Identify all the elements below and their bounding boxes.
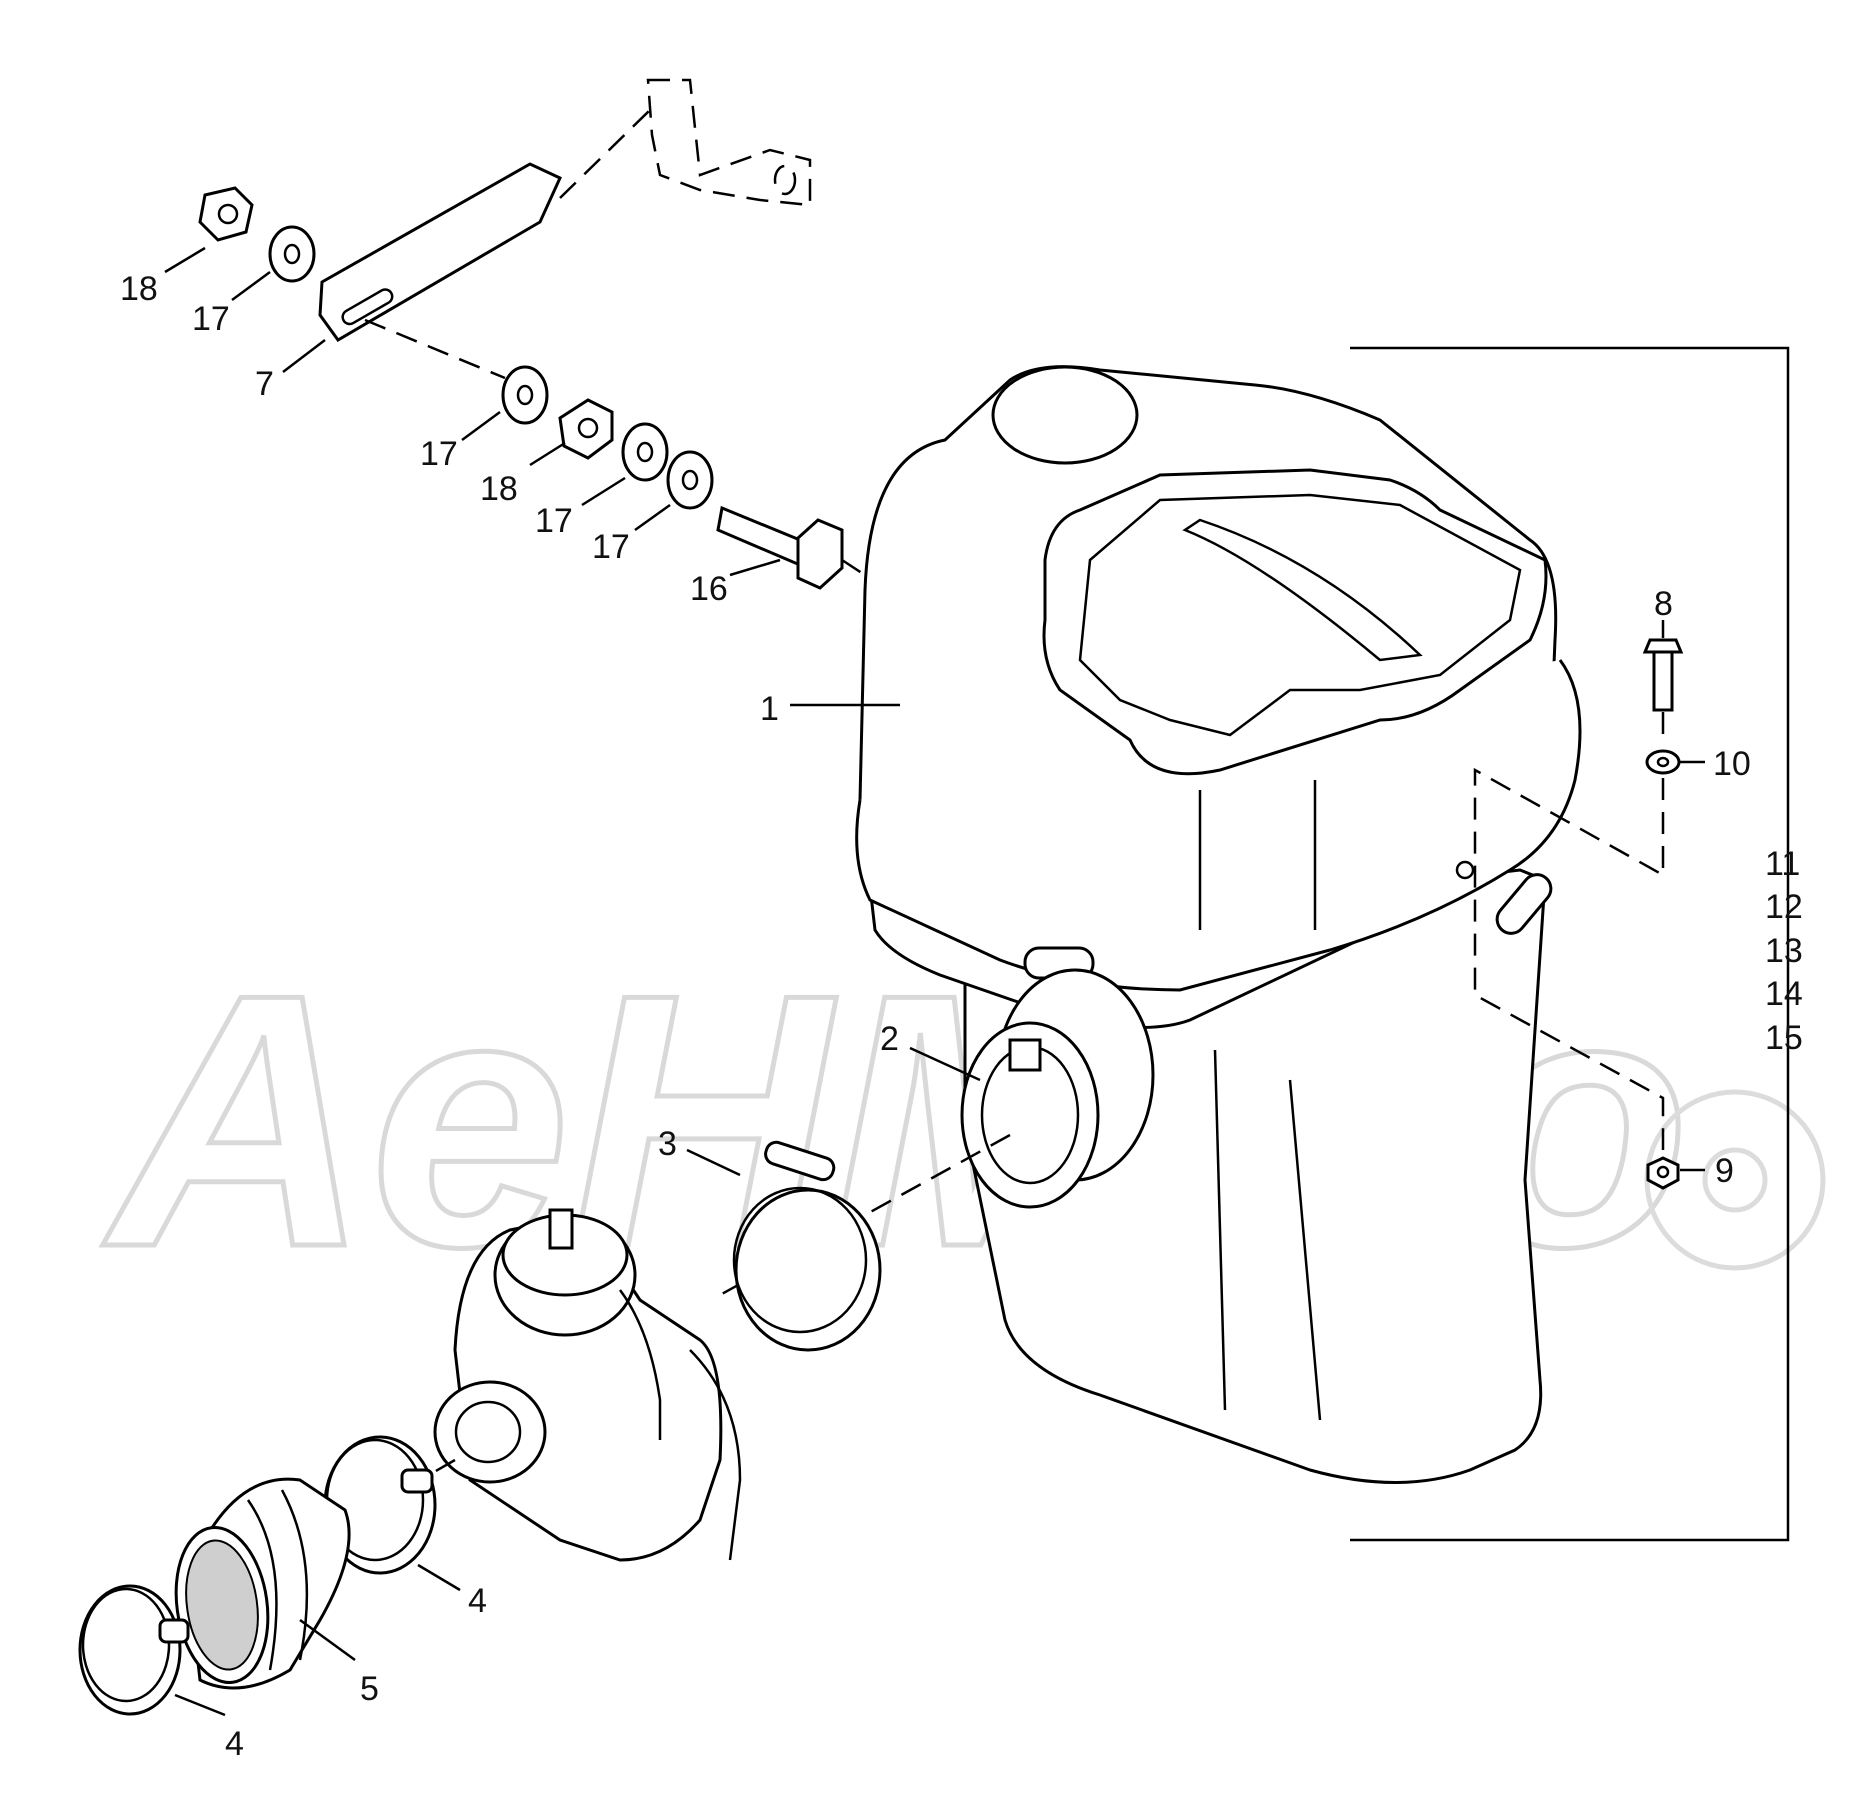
dash-bracket-to-washer <box>364 318 506 380</box>
label-16: 16 <box>690 570 728 608</box>
label-1: 1 <box>760 690 779 728</box>
intake-2 <box>960 968 1155 1209</box>
dash-fastener-path <box>1473 767 1665 1150</box>
dash-hose-axis <box>349 1458 456 1522</box>
mount-bracket-dashed <box>559 78 812 207</box>
label-4-lower: 4 <box>225 1725 244 1763</box>
label-5: 5 <box>360 1670 379 1708</box>
label-2: 2 <box>880 1020 899 1058</box>
screw-8 <box>1642 638 1684 712</box>
hose-5 <box>174 1477 351 1690</box>
part-labels: 1 2 3 4 4 5 7 8 9 10 11 12 13 14 15 16 1… <box>120 270 1803 1763</box>
washer-17-c <box>666 450 714 510</box>
washer-17-top <box>268 225 316 283</box>
label-9: 9 <box>1715 1152 1734 1190</box>
label-12: 12 <box>1765 888 1803 926</box>
label-18-a: 18 <box>120 270 158 308</box>
nut-18-mid <box>558 398 614 460</box>
label-18-b: 18 <box>480 470 518 508</box>
label-7: 7 <box>255 365 274 403</box>
label-14: 14 <box>1765 975 1803 1013</box>
nut-18-top <box>198 186 254 242</box>
label-11: 11 <box>1765 845 1800 883</box>
label-17-top: 17 <box>192 300 230 338</box>
carburetor <box>433 1208 742 1562</box>
washer-10 <box>1645 749 1681 775</box>
label-17-c: 17 <box>592 528 630 566</box>
washer-17-b <box>621 422 669 482</box>
label-15: 15 <box>1765 1019 1803 1057</box>
label-17-b: 17 <box>535 502 573 540</box>
label-8: 8 <box>1654 585 1673 623</box>
bolt-16 <box>716 505 881 590</box>
label-10: 10 <box>1713 745 1751 783</box>
label-17-a: 17 <box>420 435 458 473</box>
bracket-7 <box>318 162 562 342</box>
label-13: 13 <box>1765 932 1803 970</box>
clamp-4-lower <box>78 1584 190 1716</box>
clamp-3 <box>732 1140 882 1352</box>
nut-9 <box>1646 1156 1680 1190</box>
washer-17-a <box>501 365 549 425</box>
leader-lines <box>164 246 1705 1717</box>
clamp-4-upper <box>323 1435 437 1575</box>
label-3: 3 <box>658 1125 677 1163</box>
group-bracket-11-15 <box>1350 346 1790 1542</box>
label-4-upper: 4 <box>468 1582 487 1620</box>
